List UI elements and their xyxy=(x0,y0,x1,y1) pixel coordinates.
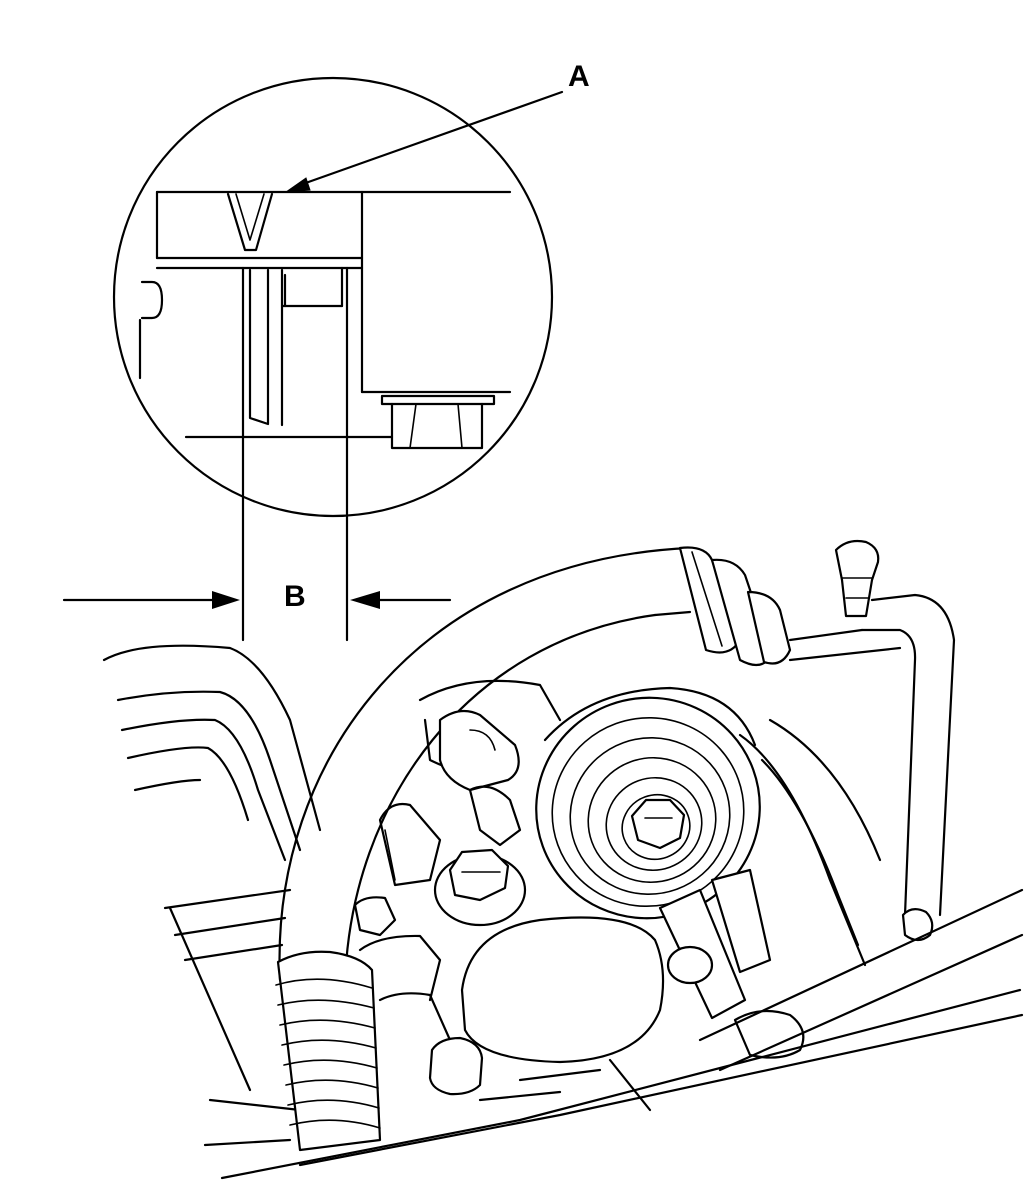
oil-filter xyxy=(460,916,665,1064)
v-notch-mark xyxy=(226,192,274,252)
dimension-b-label: B xyxy=(284,580,306,613)
nut xyxy=(380,394,496,450)
engine-cover xyxy=(102,644,322,832)
drive-belt xyxy=(738,733,867,967)
callout-a-leader xyxy=(284,90,564,193)
dimension-b-arrows xyxy=(62,591,452,609)
flange-bolt xyxy=(433,848,527,927)
engine-assembly xyxy=(102,539,1024,1180)
callout-a-label: A xyxy=(568,60,590,93)
bracket-arm xyxy=(438,709,520,792)
detail-magnifier xyxy=(112,76,554,642)
upper-hose xyxy=(278,546,692,982)
frame-rail xyxy=(220,988,1022,1180)
corrugated-hose xyxy=(275,950,382,1152)
coolant-pipe xyxy=(870,593,956,917)
lower-bolt xyxy=(428,1036,484,1096)
